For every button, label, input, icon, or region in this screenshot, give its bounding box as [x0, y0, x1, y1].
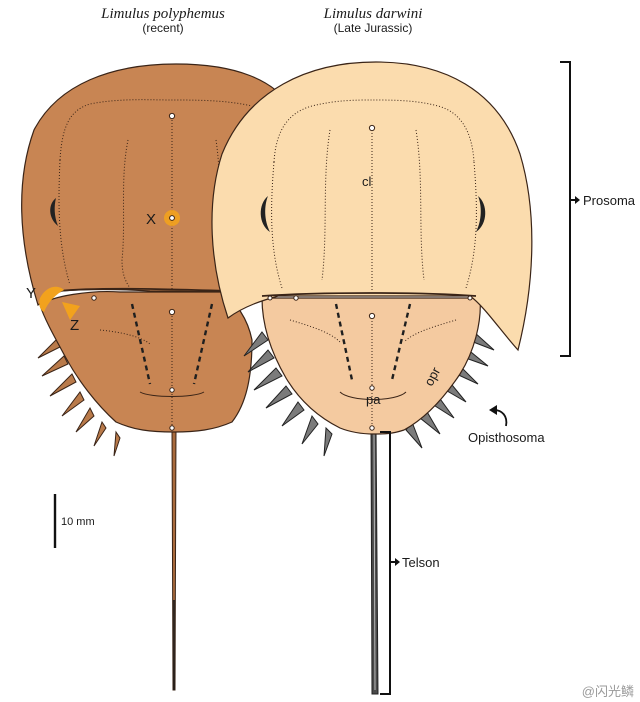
marker-y-label: Y [26, 285, 36, 302]
marker-z-label: Z [70, 317, 79, 334]
marker-x: X [146, 210, 180, 228]
label-prosoma: Prosoma [583, 193, 636, 208]
limulus-darwini-drawing [211, 61, 533, 695]
watermark-text: @闪光鳞 [582, 684, 634, 699]
species-2-age: (Late Jurassic) [334, 21, 413, 35]
marker-x-label: X [146, 211, 156, 228]
label-opisthosoma: Opisthosoma [468, 430, 545, 445]
prosoma-bracket [560, 61, 575, 357]
label-pa: pa [366, 392, 381, 407]
species-1-name: Limulus polyphemus [100, 6, 225, 22]
scale-bar-label: 10 mm [61, 516, 95, 528]
label-cl: cl [362, 174, 372, 189]
scale-bar: 10 mm [53, 494, 95, 548]
species-2-name: Limulus darwini [323, 6, 423, 22]
marker-z: Z [62, 302, 80, 334]
marker-y: Y [26, 285, 64, 312]
label-telson: Telson [402, 555, 440, 570]
telson-bracket [380, 431, 395, 695]
species-1-age: (recent) [142, 21, 183, 35]
